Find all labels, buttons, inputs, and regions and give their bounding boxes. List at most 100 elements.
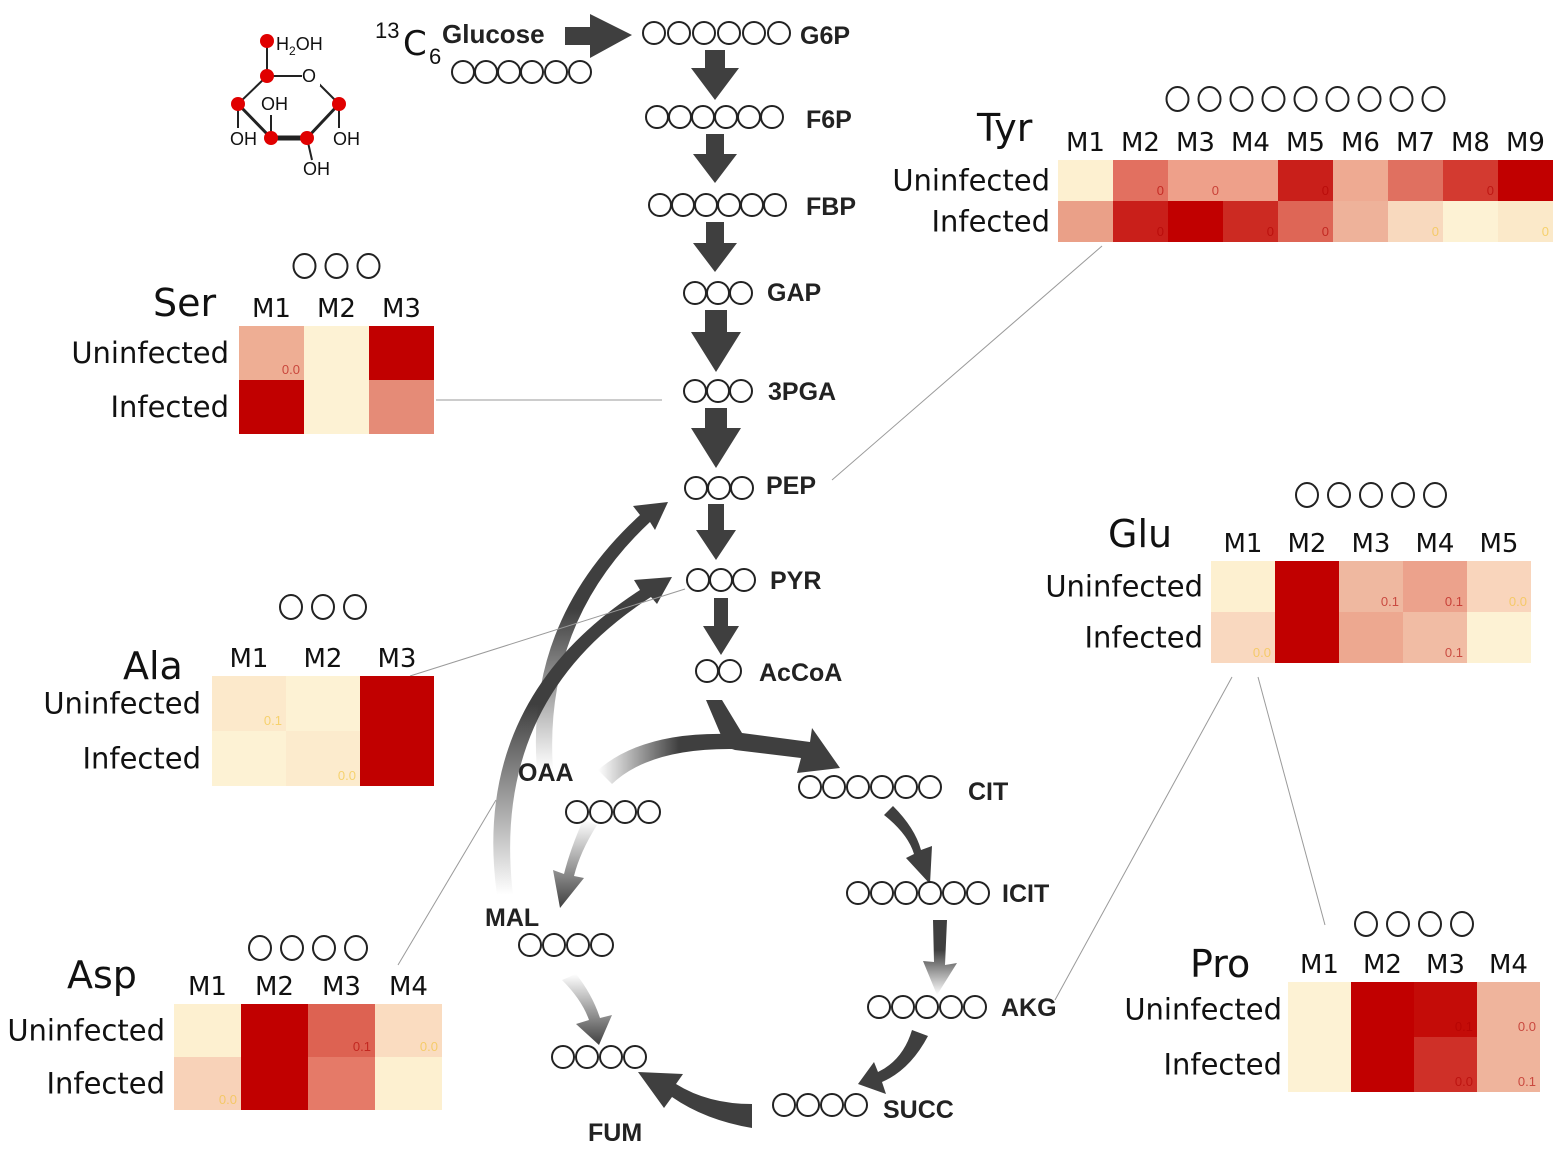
heatmap-cell-value: 0 (1487, 183, 1494, 198)
heatmap-row-label: Uninfected (43, 687, 201, 721)
carbon-circle (729, 281, 753, 305)
carbon-circle (613, 800, 637, 824)
glucose-label: 13 C 6 Glucose (375, 18, 545, 69)
heatmap-column-label: M3 (1352, 529, 1391, 559)
heatmap-column-label: M1 (1300, 950, 1339, 980)
metabolite-fum: FUM (551, 1045, 647, 1147)
carbon-circle (870, 881, 894, 905)
arrow-cit-icit (884, 806, 932, 884)
metabolite-label: 3PGA (768, 378, 836, 406)
heatmap-cell (304, 380, 369, 434)
heatmap-cell-value: 0.1 (1445, 645, 1463, 660)
arrow-acoa-cit (706, 700, 840, 773)
heatmap-cell (360, 731, 434, 786)
arrow-fum-mal (562, 974, 612, 1045)
carbon-circle (894, 881, 918, 905)
heatmap-column-label: M1 (1224, 529, 1263, 559)
carbon-circle (1229, 86, 1254, 112)
carbon-circle (717, 193, 741, 217)
heatmap-cell (375, 1004, 442, 1057)
heatmap-cell (1211, 561, 1275, 612)
connector-glu-pro (1257, 676, 1326, 926)
metabolite-label: SUCC (883, 1096, 954, 1124)
heatmap-cell (1414, 982, 1477, 1037)
carbon-circle (939, 995, 963, 1019)
heatmap-column-label: M1 (188, 972, 227, 1002)
heatmap-cell (1498, 201, 1553, 242)
carbon-circle (279, 594, 303, 620)
connector-glu-akg (1054, 676, 1233, 1001)
metabolite-label: GAP (767, 279, 821, 307)
heatmap-row-label: Uninfected (1045, 570, 1203, 604)
carbon-circle (542, 933, 566, 957)
heatmap-cell-value: 0.0 (338, 768, 356, 783)
carbon-circle (343, 594, 367, 620)
heatmap-cell (1388, 160, 1443, 201)
carbon-circle (637, 800, 661, 824)
heatmap-cell (304, 326, 369, 380)
heatmap-column-label: M2 (1121, 128, 1160, 158)
carbon-circle (729, 379, 753, 403)
heatmap-column-label: M3 (322, 972, 361, 1002)
metabolite-label: FUM (588, 1119, 642, 1147)
heatmap-cell (1388, 201, 1443, 242)
heatmap-cell-value: 0.1 (1455, 1019, 1473, 1034)
carbon-circle (742, 21, 766, 45)
heatmap-cell (1113, 201, 1168, 242)
carbon-circle (599, 1045, 623, 1069)
arrow-oaa-cit (598, 733, 760, 784)
heatmap-cell-value: 0.0 (1455, 1074, 1473, 1089)
carbon-circle (1423, 482, 1447, 508)
carbon-circle (894, 775, 918, 799)
arrow-g6p-f6p (691, 50, 739, 100)
heatmap-cell (1467, 612, 1531, 663)
heatmap-cell (308, 1004, 375, 1057)
carbon-circle (248, 935, 272, 961)
carbon-circle (683, 379, 707, 403)
carbon-circle (772, 1093, 796, 1117)
carbon-circle (590, 933, 614, 957)
carbon-circle (870, 775, 894, 799)
carbon-circle (760, 105, 784, 129)
connector-ala-pyr (409, 588, 686, 677)
metabolite-3pga: 3PGA (683, 378, 836, 406)
heatmap-cell-value: 0 (1157, 224, 1164, 239)
carbon-atom (260, 69, 274, 83)
heatmap-cell-value: 0.1 (1381, 594, 1399, 609)
carbon-circle (518, 933, 542, 957)
heatmap-cell (1467, 561, 1531, 612)
metabolite-oaa: OAA (518, 759, 661, 824)
heatmap-title: Tyr (976, 106, 1033, 150)
carbon-circle (966, 881, 990, 905)
carbon-circle (1450, 911, 1474, 937)
heatmap-cell-value: 0 (1322, 224, 1329, 239)
metabolite-akg: AKG (867, 994, 1057, 1022)
carbon-circle (918, 775, 942, 799)
carbon-circle (324, 253, 349, 279)
heatmap-cell (1443, 201, 1498, 242)
heatmap-cell-value: 0 (1157, 183, 1164, 198)
heatmap-cell-value: 0 (1212, 183, 1219, 198)
heatmap-cell (1278, 160, 1333, 201)
metabolite-label: AcCoA (759, 659, 842, 687)
heatmap-cell (239, 380, 304, 434)
carbon-circle (684, 476, 708, 500)
metabolite-label: G6P (800, 22, 850, 50)
arrow-pep-pyr (696, 504, 736, 560)
heatmap-column-label: M5 (1286, 128, 1325, 158)
heatmap-column-label: M4 (1231, 128, 1270, 158)
heatmap-title: Ala (123, 644, 183, 688)
heatmap-cell (1223, 201, 1278, 242)
metabolite-f6p: F6P (645, 105, 852, 134)
carbon-circle (1295, 482, 1319, 508)
heatmap-cell (1211, 612, 1275, 663)
heatmap-column-label: M2 (317, 294, 356, 324)
carbon-circle (891, 995, 915, 1019)
heatmap-cell (241, 1004, 308, 1057)
metabolite-succ: SUCC (772, 1093, 954, 1124)
metabolite-label: ICIT (1002, 880, 1049, 908)
carbon-circle (1389, 86, 1414, 112)
heatmap-row-label: Infected (46, 1067, 165, 1101)
